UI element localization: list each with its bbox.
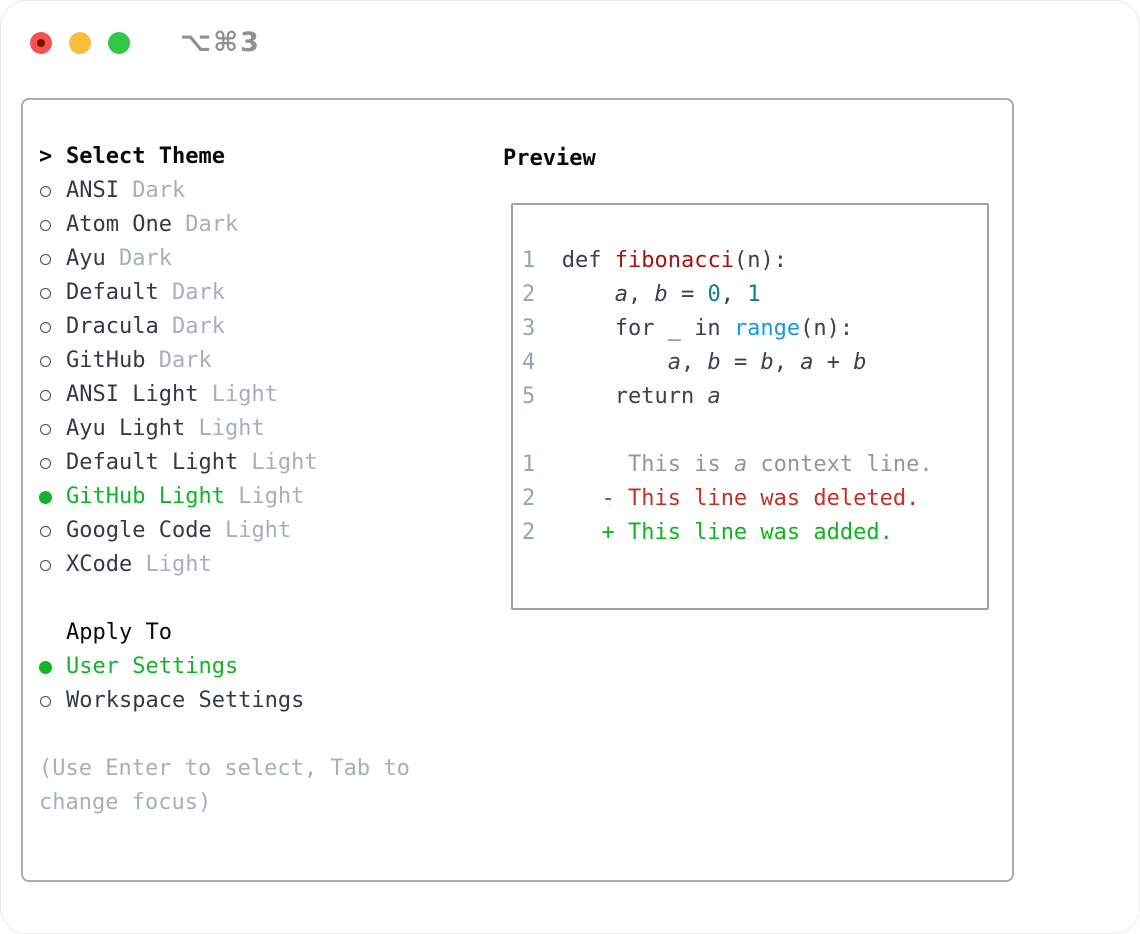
apply-to-header-row: Apply To	[39, 616, 499, 650]
select-theme-header-row: > Select Theme	[39, 140, 499, 174]
apply-option-label: Workspace Settings	[66, 688, 305, 713]
theme-name: GitHub	[66, 348, 146, 373]
radio-icon	[39, 321, 66, 333]
select-theme-header: Select Theme	[66, 144, 225, 169]
radio-icon	[39, 457, 66, 469]
theme-item-google-code[interactable]: Google Code Light	[39, 514, 499, 548]
theme-name: Google Code	[66, 518, 212, 543]
theme-name: Default	[66, 280, 159, 305]
theme-name: ANSI Light	[66, 382, 199, 407]
theme-item-github[interactable]: GitHub Dark	[39, 344, 499, 378]
spacer	[39, 582, 499, 616]
theme-name: Atom One	[66, 212, 172, 237]
blank-line	[522, 414, 987, 448]
radio-icon	[39, 525, 66, 537]
radio-icon	[39, 559, 66, 571]
theme-name: Ayu	[66, 246, 106, 271]
code-line: 2 a, b = 0, 1	[522, 282, 761, 307]
theme-variant: Dark	[158, 314, 225, 339]
theme-item-dracula[interactable]: Dracula Dark	[39, 310, 499, 344]
preview-code: 1 def fibonacci(n): 2 a, b = 0, 1 3 for _ …	[522, 244, 987, 550]
theme-name: Dracula	[66, 314, 159, 339]
theme-variant: Dark	[158, 280, 225, 305]
theme-item-ayu-light[interactable]: Ayu Light Light	[39, 412, 499, 446]
theme-item-ansi[interactable]: ANSI Dark	[39, 174, 499, 208]
code-line: 1 This is a context line.	[522, 452, 933, 477]
theme-variant: Dark	[105, 246, 172, 271]
code-line: 2 - This line was deleted.	[522, 486, 920, 511]
theme-variant: Light	[211, 518, 292, 543]
code-line: 1 def fibonacci(n):	[522, 248, 787, 273]
theme-variant: Dark	[145, 348, 212, 373]
radio-icon	[39, 695, 66, 707]
theme-variant: Light	[198, 382, 278, 407]
theme-variant: Light	[238, 450, 318, 475]
theme-variant: Light	[224, 484, 305, 509]
theme-item-xcode[interactable]: XCode Light	[39, 548, 499, 582]
radio-icon	[39, 219, 66, 231]
preview-header: Preview	[503, 146, 596, 171]
theme-variant: Dark	[118, 178, 186, 203]
theme-item-atom-one[interactable]: Atom One Dark	[39, 208, 499, 242]
apply-option-label: User Settings	[66, 654, 239, 679]
theme-variant: Light	[132, 552, 212, 577]
theme-name: GitHub Light	[66, 484, 225, 509]
code-line: 2 + This line was added.	[522, 520, 893, 545]
radio-icon	[39, 423, 66, 435]
prompt-caret: >	[39, 144, 53, 169]
theme-item-default-light[interactable]: Default Light Light	[39, 446, 499, 480]
code-line: 5 return a	[522, 384, 721, 409]
close-button[interactable]	[30, 31, 52, 54]
radio-icon	[39, 185, 66, 197]
selected-radio-icon	[39, 490, 66, 504]
theme-item-default[interactable]: Default Dark	[39, 276, 499, 310]
theme-variant: Dark	[171, 212, 239, 237]
theme-name: ANSI	[66, 178, 119, 203]
code-line: 3 for _ in range(n):	[522, 316, 854, 341]
keyboard-hint: (Use Enter to select, Tab to change focu…	[39, 756, 410, 815]
titlebar: ⌥⌘3	[30, 27, 261, 58]
theme-variant: Light	[185, 416, 265, 441]
radio-icon	[39, 287, 66, 299]
selected-radio-icon	[39, 660, 66, 674]
spacer	[39, 718, 499, 752]
radio-icon	[39, 389, 66, 401]
radio-icon	[39, 253, 66, 265]
apply-option-user-settings[interactable]: User Settings	[39, 650, 499, 684]
radio-icon	[39, 355, 66, 367]
theme-name: Default Light	[66, 450, 239, 475]
theme-name: Ayu Light	[66, 416, 186, 441]
zoom-button[interactable]	[108, 31, 130, 54]
minimize-button[interactable]	[69, 31, 91, 54]
apply-to-header: Apply To	[66, 620, 172, 645]
preview-box: 1 def fibonacci(n): 2 a, b = 0, 1 3 for _ …	[511, 203, 989, 610]
apply-option-workspace-settings[interactable]: Workspace Settings	[39, 684, 499, 718]
theme-name: XCode	[66, 552, 133, 577]
code-line: 4 a, b = b, a + b	[522, 350, 867, 375]
window-title: ⌥⌘3	[180, 27, 261, 58]
theme-item-ayu[interactable]: Ayu Dark	[39, 242, 499, 276]
theme-item-github-light[interactable]: GitHub Light Light	[39, 480, 499, 514]
theme-item-ansi-light[interactable]: ANSI Light Light	[39, 378, 499, 412]
